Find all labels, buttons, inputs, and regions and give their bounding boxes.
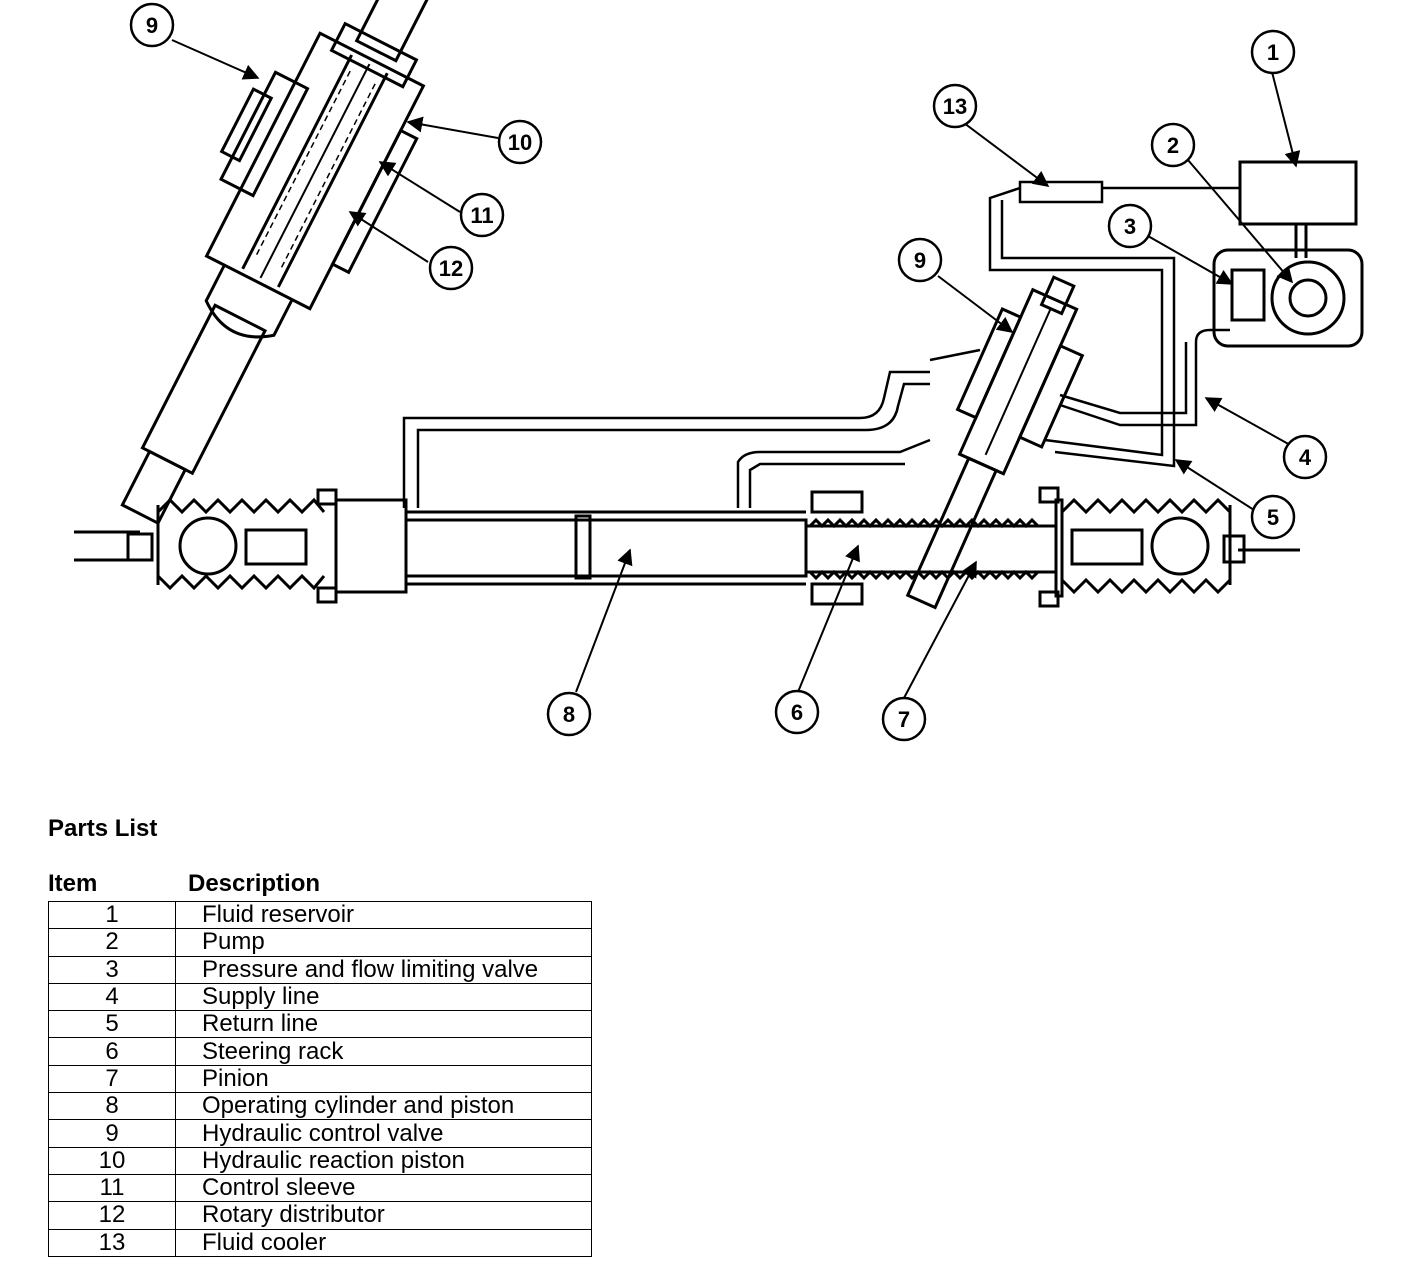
reservoir-and-pump [1212,160,1364,348]
item-number: 7 [48,1064,176,1094]
svg-text:3: 3 [1124,214,1136,239]
item-description: Return line [175,1010,592,1039]
item-description: Steering rack [175,1037,592,1066]
item-description: Supply line [175,982,592,1012]
control-valve-inset [120,0,439,526]
description-column-header: Description [188,870,321,897]
item-number: 11 [48,1173,176,1203]
callouts: 9 10 11 12 13 1 2 3 9 4 5 8 6 7 [129,2,1328,742]
callout-4: 4 [1282,434,1328,480]
svg-text:4: 4 [1299,445,1312,470]
item-number: 13 [48,1228,176,1257]
item-number: 3 [48,955,176,984]
item-number: 8 [48,1092,176,1121]
svg-text:5: 5 [1267,505,1279,530]
pinion-and-valve [905,275,1085,610]
svg-text:9: 9 [146,13,158,38]
callout-6: 6 [774,689,820,735]
svg-text:13: 13 [943,94,967,119]
svg-text:7: 7 [898,707,910,732]
item-number: 12 [48,1201,176,1230]
callout-5: 5 [1250,494,1296,540]
callout-11: 11 [459,192,505,238]
svg-text:8: 8 [563,702,575,727]
item-description: Hydraulic control valve [175,1119,592,1148]
parts-list-title: Parts List [48,815,158,842]
callout-10: 10 [497,119,543,165]
callout-1: 1 [1250,29,1296,75]
item-description: Pinion [175,1064,592,1094]
hydraulic-lines [402,180,1240,508]
item-number: 2 [48,928,176,957]
svg-text:2: 2 [1167,133,1179,158]
item-description: Fluid reservoir [175,900,592,930]
item-description: Control sleeve [175,1173,592,1203]
item-number: 1 [48,900,176,930]
steering-rack-assembly [74,486,1300,608]
item-number: 5 [48,1010,176,1039]
item-description: Pressure and flow limiting valve [175,955,592,984]
item-number: 4 [48,982,176,1012]
item-description: Pump [175,928,592,957]
callout-7: 7 [881,696,927,742]
svg-text:11: 11 [470,203,493,228]
item-description: Fluid cooler [175,1228,592,1257]
callout-3: 3 [1107,203,1153,249]
svg-text:9: 9 [914,248,926,273]
callout-12: 12 [428,245,474,291]
steering-system-diagram: 9 10 11 12 13 1 2 3 9 4 5 8 6 7 [74,0,1364,742]
item-description: Hydraulic reaction piston [175,1146,592,1175]
callout-9-main: 9 [897,237,943,283]
item-description: Operating cylinder and piston [175,1092,592,1121]
svg-text:6: 6 [791,700,803,725]
item-description: Rotary distributor [175,1201,592,1230]
callout-9-inset: 9 [129,2,175,48]
svg-text:10: 10 [508,130,532,155]
item-number: 9 [48,1119,176,1148]
item-column-header: Item [48,870,98,897]
callout-8: 8 [546,691,592,737]
item-number: 10 [48,1146,176,1175]
leader-arrows [171,39,1301,699]
item-number: 6 [48,1037,176,1066]
callout-2: 2 [1150,122,1196,168]
svg-text:12: 12 [439,256,463,281]
callout-13: 13 [932,83,978,129]
svg-text:1: 1 [1267,40,1279,65]
